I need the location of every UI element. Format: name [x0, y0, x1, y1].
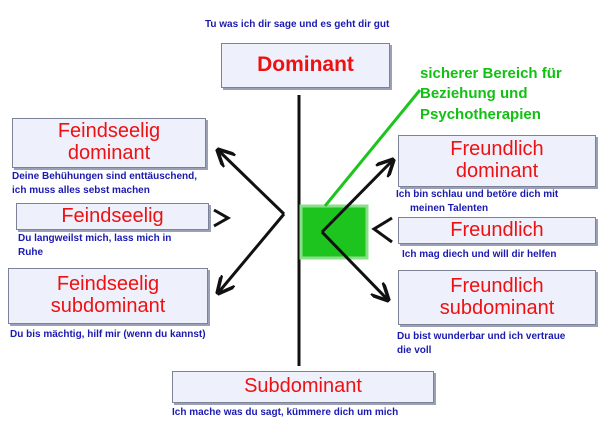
caption-line: Du bist wunderbar und ich vertraue	[397, 331, 566, 342]
feindseelig-subdominant-caption: Du bis mächtig, hilf mir (wenn du kannst…	[10, 328, 206, 342]
caption-line: ich muss alles sebst machen	[12, 184, 150, 196]
box-line: Feindseelig	[57, 120, 161, 143]
freundlich-box: Freundlich	[398, 217, 596, 244]
box-line: Freundlich	[450, 274, 544, 297]
left-arrow-middle	[213, 208, 232, 228]
right-arrow-upper	[320, 160, 393, 234]
subdominant-box: Subdominant	[172, 371, 434, 403]
caption-line: Ich bin schlau und betöre dich mit	[396, 189, 559, 200]
freundlich-caption: Ich mag diech und will dir helfen	[402, 248, 556, 262]
feindseelig-caption: Du langweilst mich, lass mich in Ruhe	[18, 232, 171, 259]
dominant-box: Dominant	[221, 43, 390, 88]
box-line: dominant	[455, 160, 539, 182]
box-line: subdominant	[50, 295, 166, 317]
box-line: dominant	[67, 142, 151, 164]
right-arrow-middle	[371, 216, 393, 244]
freundlich-dominant-box: Freundlich dominant	[398, 135, 596, 187]
freundlich-dominant-caption: Ich bin schlau und betöre dich mit meine…	[396, 188, 558, 215]
subdominant-label: Subdominant	[244, 375, 362, 398]
top-caption: Tu was ich dir sage und es geht dir gut	[205, 19, 390, 30]
caption-line: Ich mag diech und will dir helfen	[402, 249, 557, 260]
safe-zone-label-line: Psychotherapien	[420, 105, 541, 123]
safe-zone-pointer	[323, 89, 422, 207]
box-line: Feindseelig	[56, 273, 160, 296]
feindseelig-dominant-caption: Deine Behühungen sind enttäuschend, ich …	[12, 170, 197, 197]
feindseelig-dominant-box: Feindseelig dominant	[12, 118, 206, 168]
caption-line: die voll	[397, 344, 432, 356]
feindseelig-box: Feindseelig	[16, 203, 209, 230]
feindseelig-subdominant-box: Feindseelig subdominant	[8, 268, 208, 324]
freundlich-subdominant-caption: Du bist wunderbar und ich vertraue die v…	[397, 330, 565, 357]
bottom-caption: Ich mache was du sagt, kümmere dich um m…	[172, 407, 399, 418]
box-line: subdominant	[439, 296, 555, 319]
left-arrow-upper	[218, 150, 286, 216]
box-line: Feindseelig	[61, 204, 164, 227]
caption-line: Du langweilst mich, lass mich in	[18, 233, 172, 244]
right-arrow-lower	[320, 230, 388, 300]
dominant-label: Dominant	[257, 53, 354, 77]
caption-line: meinen Talenten	[410, 202, 489, 214]
left-arrow-lower	[218, 213, 286, 293]
caption-line: Deine Behühungen sind enttäuschend,	[12, 171, 198, 182]
freundlich-subdominant-box: Freundlich subdominant	[398, 270, 596, 325]
safe-zone-label-line: Beziehung und	[420, 85, 528, 103]
safe-zone-label: sicherer Bereich für Beziehung und Psych…	[420, 64, 562, 125]
box-line: Freundlich	[450, 218, 544, 241]
safe-zone	[299, 204, 369, 260]
safe-zone-label-line: sicherer Bereich für	[420, 65, 562, 82]
caption-line: Du bis mächtig, hilf mir (wenn du kannst…	[10, 329, 206, 340]
box-line: Freundlich	[450, 138, 544, 161]
caption-line: Ruhe	[18, 246, 43, 258]
